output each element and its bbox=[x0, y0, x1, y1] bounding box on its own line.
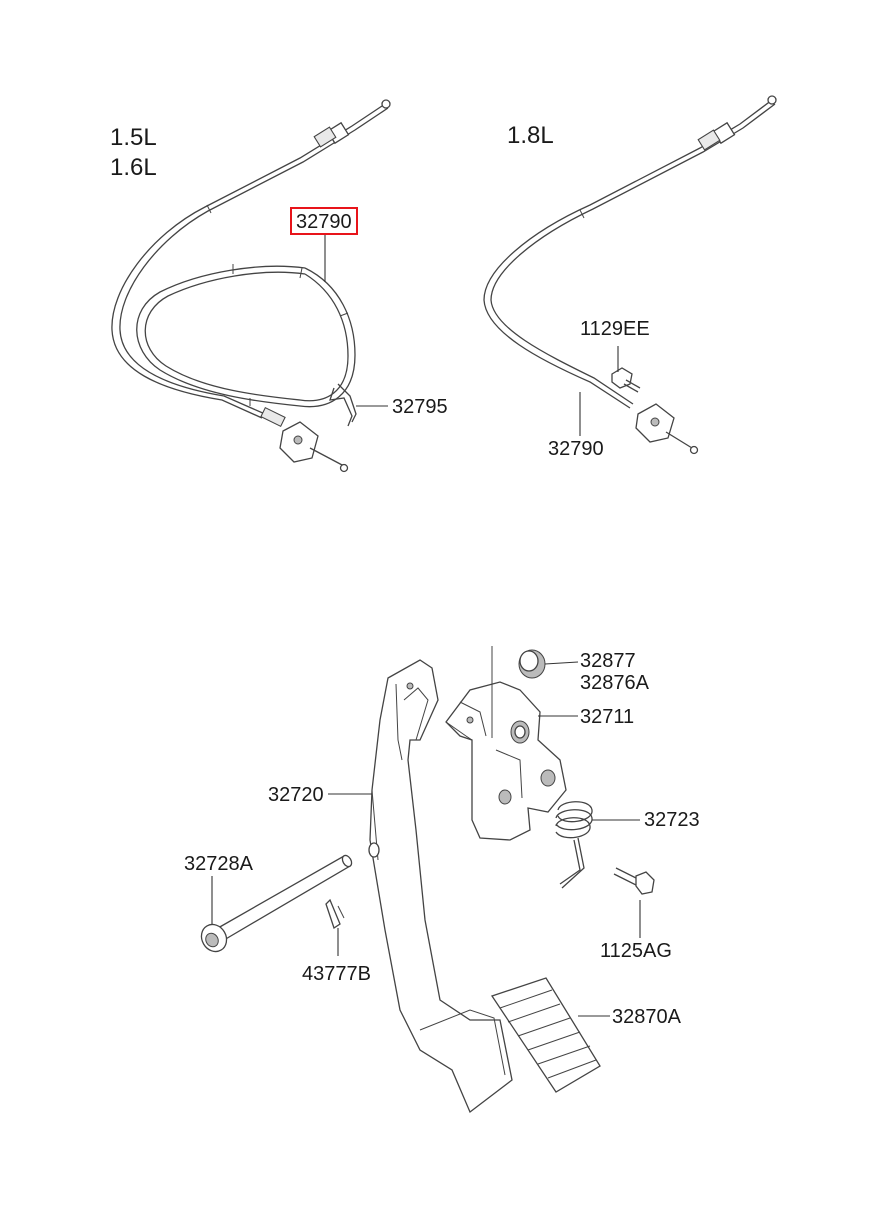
part-label-32723[interactable]: 32723 bbox=[644, 809, 700, 831]
part-label-32720[interactable]: 32720 bbox=[268, 784, 324, 806]
part-label-1125ag[interactable]: 1125AG bbox=[600, 940, 672, 962]
bolt-1129ee[interactable] bbox=[611, 367, 641, 393]
part-label-32795[interactable]: 32795 bbox=[392, 396, 448, 418]
pedal-shaft[interactable] bbox=[197, 854, 354, 956]
part-label-32870a[interactable]: 32870A bbox=[612, 1006, 681, 1028]
accelerator-cable-right[interactable] bbox=[483, 95, 777, 455]
pedal-bracket[interactable] bbox=[445, 646, 567, 841]
return-spring[interactable] bbox=[555, 801, 593, 889]
cable-clip[interactable] bbox=[329, 383, 357, 427]
part-label-32728a[interactable]: 32728A bbox=[184, 853, 253, 875]
part-label-32877[interactable]: 32877 bbox=[580, 650, 636, 672]
pedal-arm[interactable] bbox=[368, 659, 513, 1114]
pedal-pad[interactable] bbox=[490, 977, 601, 1093]
stopper-cap[interactable] bbox=[518, 649, 546, 679]
part-label-43777b[interactable]: 43777B bbox=[302, 963, 371, 985]
snap-pin[interactable] bbox=[325, 898, 345, 930]
engine-label-1-5l: 1.5L bbox=[110, 124, 157, 151]
engine-label-1-8l: 1.8L bbox=[507, 122, 554, 149]
bolt-1125ag[interactable] bbox=[613, 867, 655, 895]
part-label-32876a[interactable]: 32876A bbox=[580, 672, 649, 694]
engine-label-1-6l: 1.6L bbox=[110, 154, 157, 181]
accelerator-cable-left[interactable] bbox=[111, 99, 391, 473]
part-label-1129ee[interactable]: 1129EE bbox=[580, 318, 650, 340]
part-label-32711[interactable]: 32711 bbox=[580, 706, 635, 728]
leader-lines bbox=[211, 234, 641, 1017]
part-label-32790-right[interactable]: 32790 bbox=[548, 438, 604, 460]
part-label-32790-left[interactable]: 32790 bbox=[290, 207, 358, 235]
